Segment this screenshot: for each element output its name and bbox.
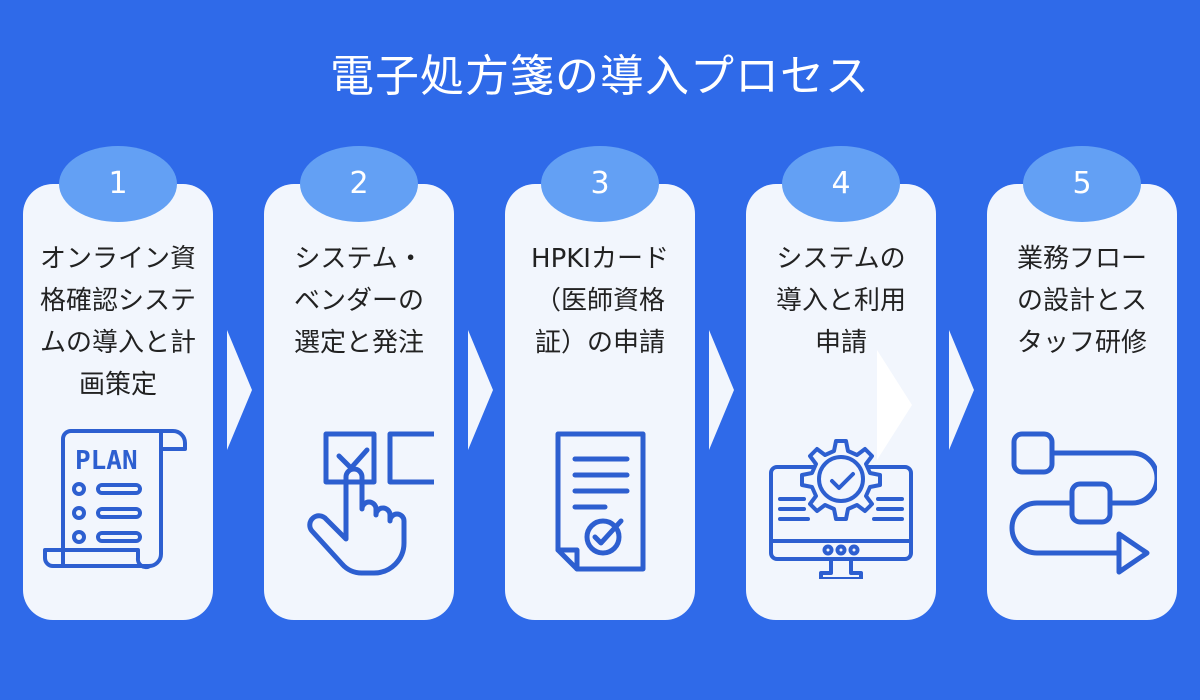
step-label: システム・ ベンダーの 選定と発注 <box>293 244 424 358</box>
arrow-right-icon <box>468 330 493 450</box>
step-label: HPKIカード （医師資格 証）の申請 <box>531 244 669 358</box>
step-number-badge: 3 <box>541 146 659 222</box>
monitor-gear-icon <box>769 439 913 579</box>
arrow-right-icon <box>877 350 912 460</box>
certificate-document-icon <box>555 431 646 572</box>
arrow-right-icon <box>227 330 252 450</box>
step-number-badge: 2 <box>300 146 418 222</box>
arrow-right-icon <box>949 330 974 450</box>
step-card-3: HPKIカード （医師資格 証）の申請 <box>505 184 695 620</box>
step-label: オンライン資 格確認システ ムの導入と計 画策定 <box>39 244 196 400</box>
step-card-1: オンライン資 格確認システ ムの導入と計 画策定 PLAN <box>23 184 213 620</box>
svg-text:PLAN: PLAN <box>75 446 138 476</box>
page-title: 電子処方箋の導入プロセス <box>330 51 870 102</box>
step-label: システムの 導入と利用 申請 <box>775 244 906 358</box>
step-label: 業務フロー の設計とス タッフ研修 <box>1016 244 1147 358</box>
step-number-badge: 4 <box>782 146 900 222</box>
step-number-badge: 1 <box>59 146 177 222</box>
plan-document-icon: PLAN <box>43 429 187 570</box>
checkbox-select-hand-icon <box>307 431 434 576</box>
step-card-4: システムの 導入と利用 申請 <box>746 184 936 620</box>
arrow-right-icon <box>709 330 734 450</box>
step-card-5: 業務フロー の設計とス タッフ研修 <box>987 184 1177 620</box>
step-card-2: システム・ ベンダーの 選定と発注 <box>264 184 454 620</box>
step-number-badge: 5 <box>1023 146 1141 222</box>
workflow-icon <box>1009 431 1157 575</box>
